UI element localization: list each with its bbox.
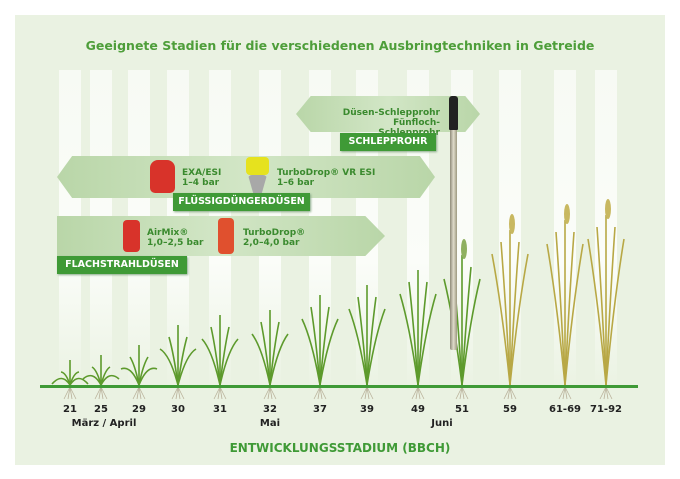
schlepprohr-pipe-tip bbox=[449, 96, 458, 130]
stage-label: 51 bbox=[455, 404, 469, 415]
wheat-plant bbox=[201, 315, 239, 400]
stage-label: 61-69 bbox=[549, 404, 581, 415]
wheat-plant bbox=[348, 285, 386, 400]
airmix-nozzle-icon bbox=[123, 220, 140, 252]
stage-label: 21 bbox=[63, 404, 77, 415]
month-label: Juni bbox=[431, 418, 453, 429]
wheat-plant bbox=[82, 355, 120, 400]
stage-label: 29 bbox=[132, 404, 146, 415]
diagram-title: Geeignete Stadien für die verschiedenen … bbox=[85, 38, 595, 53]
stage-label: 49 bbox=[411, 404, 425, 415]
turbodrop-vr-esi-nozzle-icon bbox=[246, 157, 269, 175]
flachstrahl-label: FLACHSTRAHLDÜSEN bbox=[57, 256, 187, 274]
stage-label: 32 bbox=[263, 404, 277, 415]
wheat-plant bbox=[159, 325, 197, 400]
airmix-text: AirMix®1,0–2,5 bar bbox=[147, 228, 204, 248]
turbodrop-vr-esi-nozzle-body bbox=[248, 175, 267, 195]
month-label: März / April bbox=[71, 418, 137, 429]
turbodrop-text: TurboDrop®2,0–4,0 bar bbox=[243, 228, 306, 248]
wheat-plant bbox=[51, 360, 89, 400]
ground-line bbox=[40, 385, 638, 388]
fluessigduenger-label: FLÜSSIGDÜNGERDÜSEN bbox=[173, 193, 310, 211]
stage-label: 37 bbox=[313, 404, 327, 415]
wheat-plant bbox=[546, 204, 584, 400]
schlepprohr-label: SCHLEPPROHR bbox=[340, 133, 436, 151]
wheat-plant bbox=[491, 214, 529, 400]
axis-title: ENTWICKLUNGSSTADIUM (BBCH) bbox=[229, 441, 451, 455]
wheat-plant bbox=[251, 310, 289, 400]
wheat-plant bbox=[120, 345, 158, 400]
stage-label: 59 bbox=[503, 404, 517, 415]
schlepprohr-pipe-icon bbox=[450, 100, 457, 350]
turbodrop-nozzle-icon bbox=[218, 218, 234, 254]
stage-label: 31 bbox=[213, 404, 227, 415]
stage-label: 39 bbox=[360, 404, 374, 415]
exa-esi-nozzle-icon bbox=[150, 160, 175, 193]
wheat-plant bbox=[587, 199, 625, 400]
stage-label: 30 bbox=[171, 404, 185, 415]
wheat-plant bbox=[399, 270, 437, 400]
month-label: Mai bbox=[259, 418, 281, 429]
stage-label: 25 bbox=[94, 404, 108, 415]
stage-label: 71-92 bbox=[590, 404, 622, 415]
wheat-plant bbox=[301, 295, 339, 400]
